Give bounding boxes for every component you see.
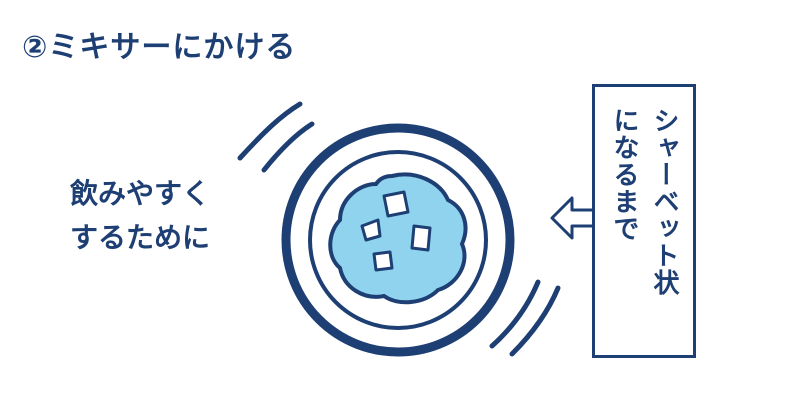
arrow-left-shape bbox=[550, 196, 596, 240]
ice-cube-left bbox=[360, 218, 382, 242]
result-note-line-2: になるまで bbox=[609, 107, 639, 242]
ice-cubes bbox=[360, 190, 432, 272]
spin-motion-lines-icon bbox=[237, 101, 561, 357]
result-note-box: シャーベット状 になるまで bbox=[592, 84, 696, 358]
step-title: ②ミキサーにかける bbox=[22, 30, 297, 65]
reason-note: 飲みやすく するために bbox=[70, 172, 210, 260]
sherbet-blob bbox=[328, 172, 468, 305]
motion-line-top-outer bbox=[237, 101, 303, 161]
reason-note-line-2: するために bbox=[70, 221, 211, 254]
reason-note-line-1: 飲みやすく bbox=[70, 177, 211, 210]
motion-line-bottom-inner bbox=[489, 279, 541, 349]
ice-cube-top bbox=[382, 190, 410, 218]
ice-cube-bottom bbox=[372, 250, 394, 272]
motion-line-top-inner bbox=[261, 121, 315, 173]
motion-line-bottom-outer bbox=[509, 285, 561, 357]
result-note-line-1: シャーベット状 bbox=[649, 107, 679, 296]
ice-cube-right bbox=[410, 224, 432, 252]
